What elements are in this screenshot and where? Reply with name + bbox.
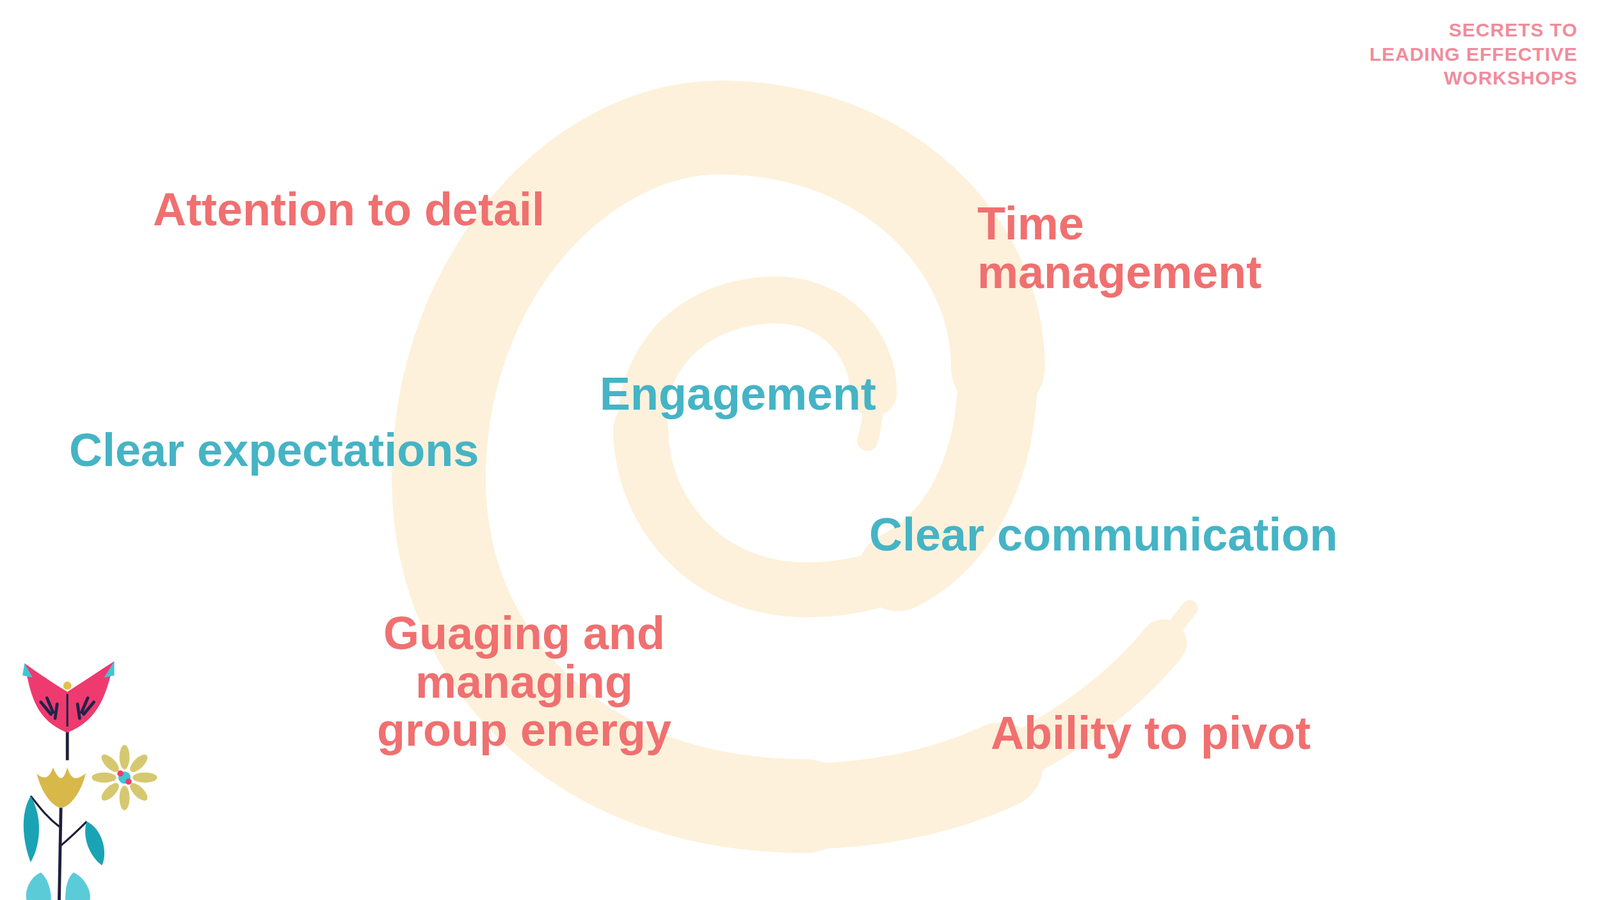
slide-title: SECRETS TO LEADING EFFECTIVE WORKSHOPS [1366,17,1578,91]
skill-label: Clear expectations [69,426,479,475]
skill-label: Time management [977,199,1336,297]
flower-decoration [22,661,157,900]
skill-label: Guaging and managing group energy [351,609,697,755]
skill-label: Ability to pivot [990,709,1311,758]
skill-label: Attention to detail [152,185,545,235]
skill-label: Engagement [599,369,877,419]
skill-label: Clear communication [869,510,1338,560]
